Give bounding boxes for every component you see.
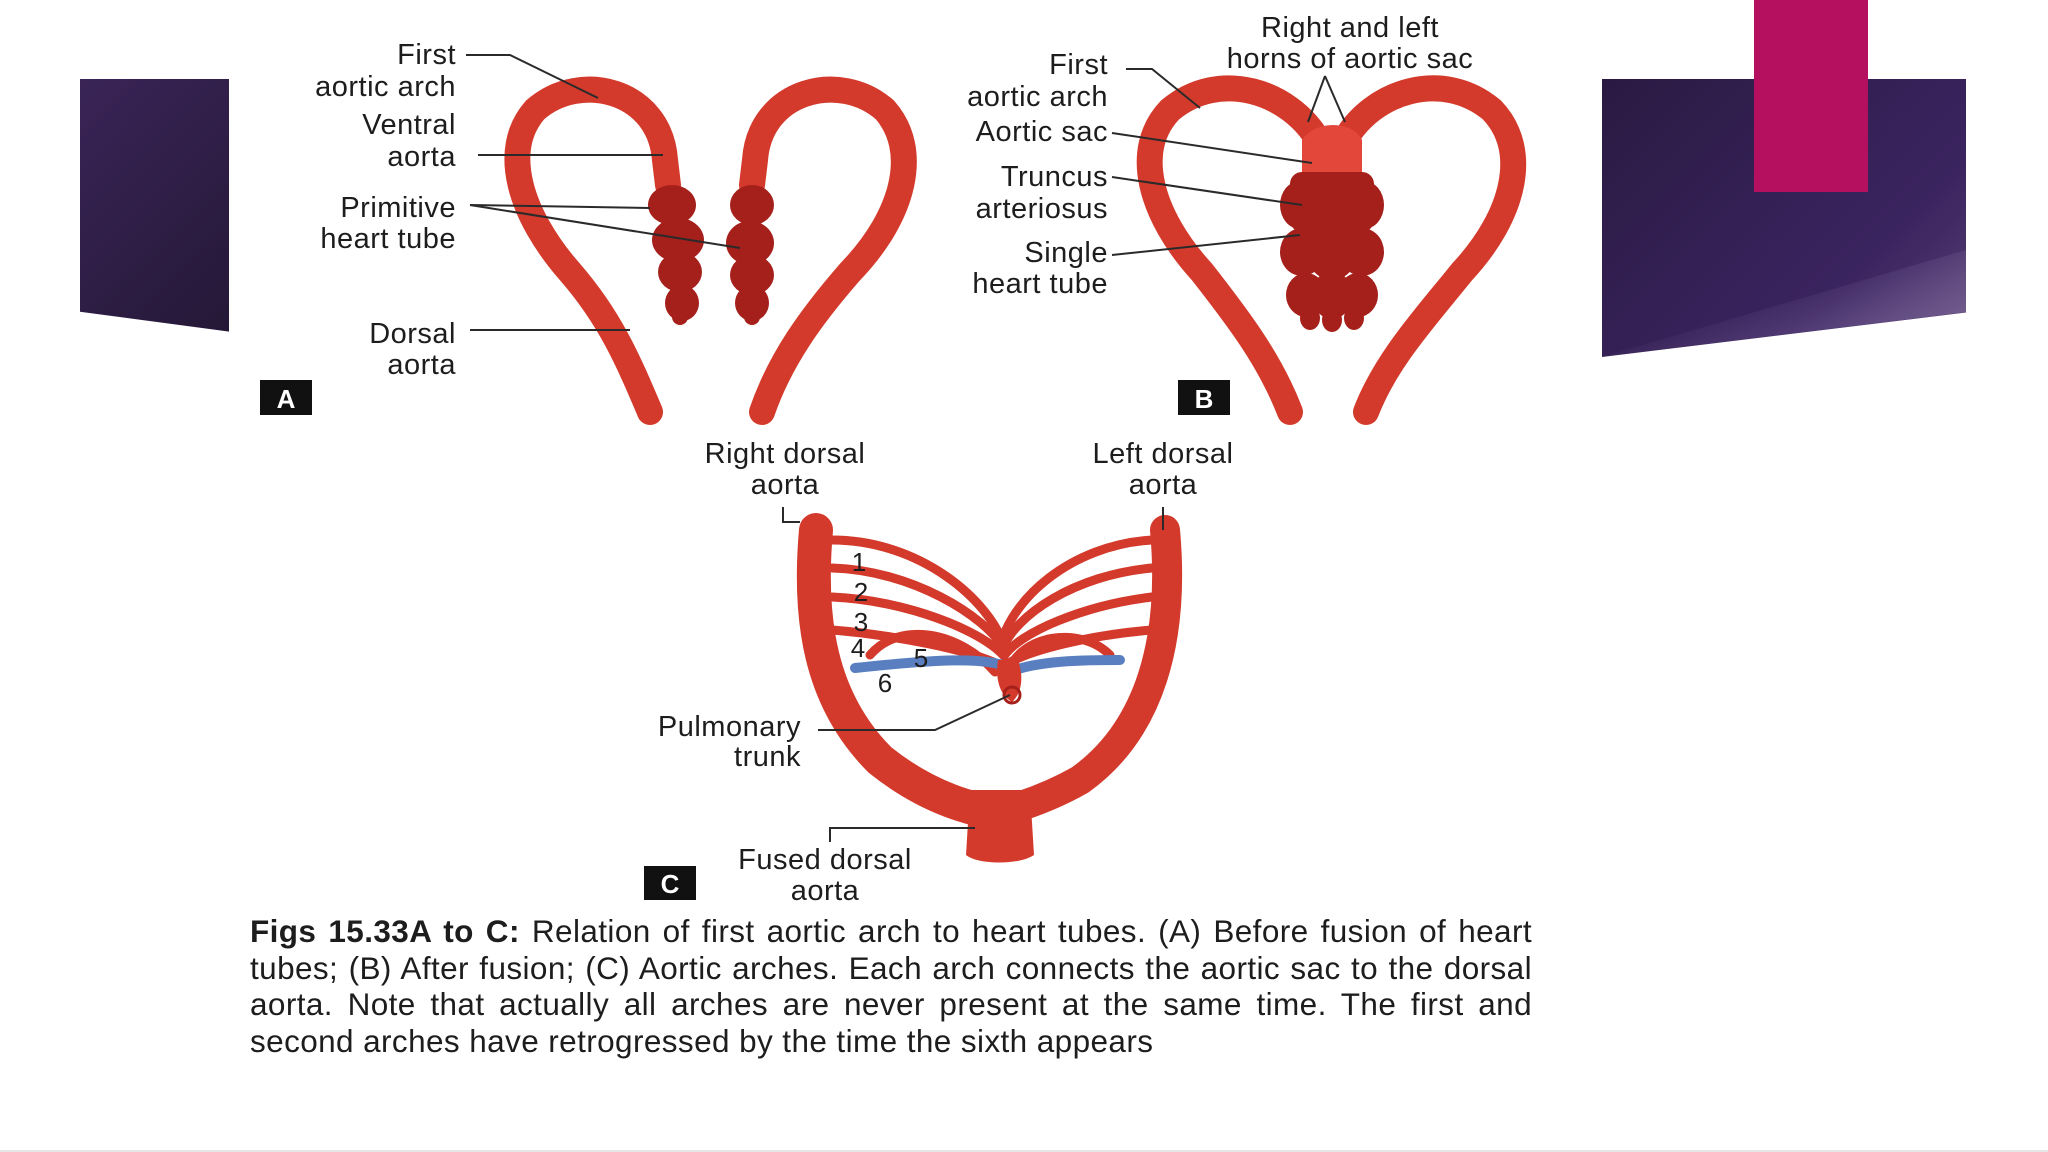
panel-b-tag: B (1178, 380, 1230, 415)
panel-b-vessels (1136, 75, 1527, 425)
slide-bottom-edge (0, 1150, 2048, 1152)
arch-number-3: 3 (854, 607, 868, 637)
panel-a-heart-tubes (648, 185, 774, 325)
caption-figure-number: Figs 15.33A to C: (250, 913, 520, 949)
panel-b-heart-tube (1280, 172, 1384, 332)
arch-number-1: 1 (852, 547, 866, 577)
label-a-primitive-1: Primitive (340, 192, 456, 224)
tag-c: C (661, 869, 680, 899)
label-c-right-dorsal-2: aorta (751, 469, 820, 501)
label-c-left-dorsal-2: aorta (1129, 469, 1198, 501)
label-b-truncus-1: Truncus (1001, 161, 1108, 193)
panel-a-tag: A (260, 380, 312, 415)
tag-a: A (277, 384, 296, 414)
panel-c-arch-numbers: 1 2 3 4 5 6 (851, 547, 928, 698)
decor-accent-bar (1754, 0, 1868, 192)
label-c-right-dorsal-1: Right dorsal (705, 438, 866, 470)
label-a-ventral-2: aorta (387, 141, 456, 173)
label-b-single-2: heart tube (972, 268, 1108, 300)
arch-number-5: 5 (914, 643, 928, 673)
label-c-fused-2: aorta (791, 875, 860, 907)
arch-number-4: 4 (851, 633, 865, 663)
panel-c-vessels (796, 513, 1183, 863)
panel-a-vessels (504, 76, 917, 425)
label-c-pulmonary-2: trunk (734, 741, 801, 773)
panel-a-leaders (466, 54, 741, 331)
tag-b: B (1195, 384, 1214, 414)
label-b-first-arch-2: aortic arch (967, 81, 1108, 113)
label-b-single-1: Single (1024, 237, 1108, 269)
panel-b-leaders (1111, 68, 1346, 256)
label-a-primitive-2: heart tube (320, 223, 456, 255)
label-b-first-arch-1: First (1049, 49, 1108, 81)
arch-number-6: 6 (878, 668, 892, 698)
panel-c-labels: Right dorsal aorta Left dorsal aorta Pul… (658, 438, 1234, 907)
panel-c-leaders (782, 507, 1164, 842)
label-b-aortic-sac: Aortic sac (976, 116, 1108, 148)
label-b-truncus-2: arteriosus (976, 193, 1108, 225)
label-a-first-arch-2: aortic arch (315, 71, 456, 103)
figure-caption: Figs 15.33A to C: Relation of first aort… (250, 913, 1532, 1059)
label-a-dorsal-1: Dorsal (369, 318, 456, 350)
label-a-dorsal-2: aorta (387, 349, 456, 381)
caption-text: Relation of first aortic arch to heart t… (250, 913, 1532, 1059)
arch-number-2: 2 (854, 577, 868, 607)
panel-a-labels: First aortic arch Ventral aorta Primitiv… (315, 39, 456, 381)
label-b-horns-1: Right and left (1261, 12, 1439, 44)
panel-c-tag: C (644, 866, 696, 900)
decor-band-left (80, 79, 232, 332)
label-a-ventral-1: Ventral (362, 109, 456, 141)
label-c-pulmonary-1: Pulmonary (658, 711, 801, 743)
label-a-first-arch-1: First (397, 39, 456, 71)
panel-b-labels: Right and left horns of aortic sac First… (967, 12, 1473, 300)
label-c-fused-1: Fused dorsal (738, 844, 912, 876)
label-c-left-dorsal-1: Left dorsal (1093, 438, 1234, 470)
label-b-horns-2: horns of aortic sac (1227, 43, 1473, 75)
